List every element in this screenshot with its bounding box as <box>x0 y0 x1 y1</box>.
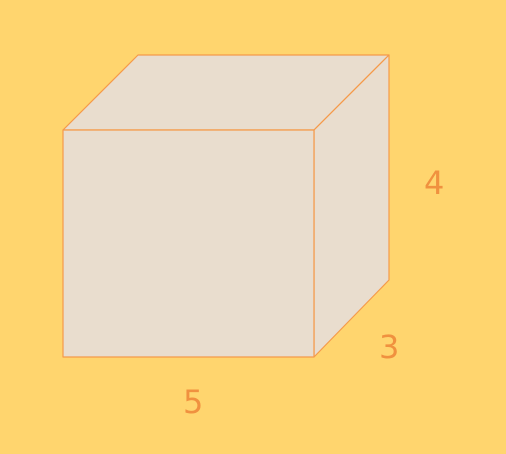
width-label: 3 <box>379 328 400 366</box>
height-label: 4 <box>424 164 445 202</box>
front-face <box>62 129 315 358</box>
length-label: 5 <box>183 383 204 421</box>
